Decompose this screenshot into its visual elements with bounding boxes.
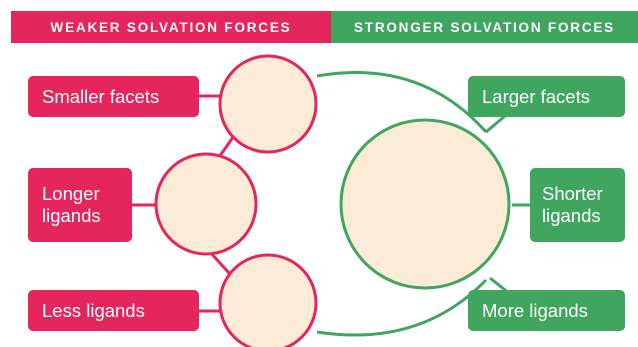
larger-facets-label: Larger facets xyxy=(468,76,625,117)
more-ligands-text: More ligands xyxy=(482,300,588,322)
stronger-solvation-circle xyxy=(341,120,509,288)
shorter-ligands-line1: Shorter xyxy=(542,183,603,205)
smaller-facets-text: Smaller facets xyxy=(42,86,159,108)
larger-facets-text: Larger facets xyxy=(482,86,590,108)
smaller-facets-circle xyxy=(220,56,316,152)
longer-ligands-circle xyxy=(156,154,256,254)
less-ligands-label: Less ligands xyxy=(28,290,199,331)
longer-ligands-line1: Longer xyxy=(42,183,100,205)
longer-ligands-line2: ligands xyxy=(42,205,101,227)
less-ligands-circle xyxy=(220,255,316,347)
more-ligands-label: More ligands xyxy=(468,290,625,331)
shorter-ligands-line2: ligands xyxy=(542,205,601,227)
longer-ligands-label: Longer ligands xyxy=(28,168,132,242)
shorter-ligands-label: Shorter ligands xyxy=(530,168,625,242)
less-ligands-text: Less ligands xyxy=(42,300,145,322)
smaller-facets-label: Smaller facets xyxy=(28,76,199,117)
